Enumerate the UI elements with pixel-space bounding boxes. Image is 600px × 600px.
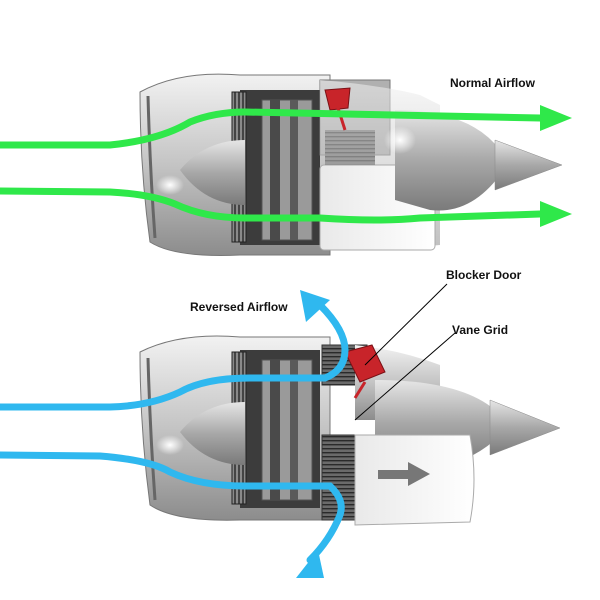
- engine-reversed: [139, 335, 561, 526]
- normal-airflow-label: Normal Airflow: [450, 76, 535, 90]
- blocker-door: [324, 87, 351, 111]
- normal-airflow-lower-arrowhead: [540, 201, 572, 227]
- reversed-airflow-arrows: [0, 301, 349, 564]
- normal-airflow-upper-arrowhead: [540, 105, 572, 131]
- reversed-airflow-upper: [0, 301, 349, 411]
- core-nozzle: [395, 110, 500, 211]
- vane-grid-leader: [354, 332, 456, 421]
- leader-lines: [354, 283, 456, 421]
- exhaust-plug: [489, 399, 561, 456]
- engine-normal: [139, 73, 563, 256]
- normal-airflow-arrows: [0, 108, 544, 224]
- reversed-airflow-upper-arrowhead: [300, 290, 330, 322]
- spinner: [180, 140, 245, 205]
- spinner: [180, 402, 245, 465]
- vane-grid-label: Vane Grid: [452, 323, 509, 337]
- exhaust-plug: [494, 139, 563, 191]
- aft-translation-arrow: [378, 462, 430, 486]
- normal-airflow-upper: [0, 108, 544, 149]
- reversed-airflow-lower: [0, 451, 345, 564]
- normal-airflow-lower: [0, 187, 544, 224]
- blocker-door-leader: [364, 283, 448, 366]
- blocker-door: [344, 344, 386, 383]
- blocker-door-label: Blocker Door: [446, 268, 522, 282]
- reversed-airflow-label: Reversed Airflow: [190, 300, 288, 314]
- reversed-airflow-lower-arrowhead: [296, 550, 324, 578]
